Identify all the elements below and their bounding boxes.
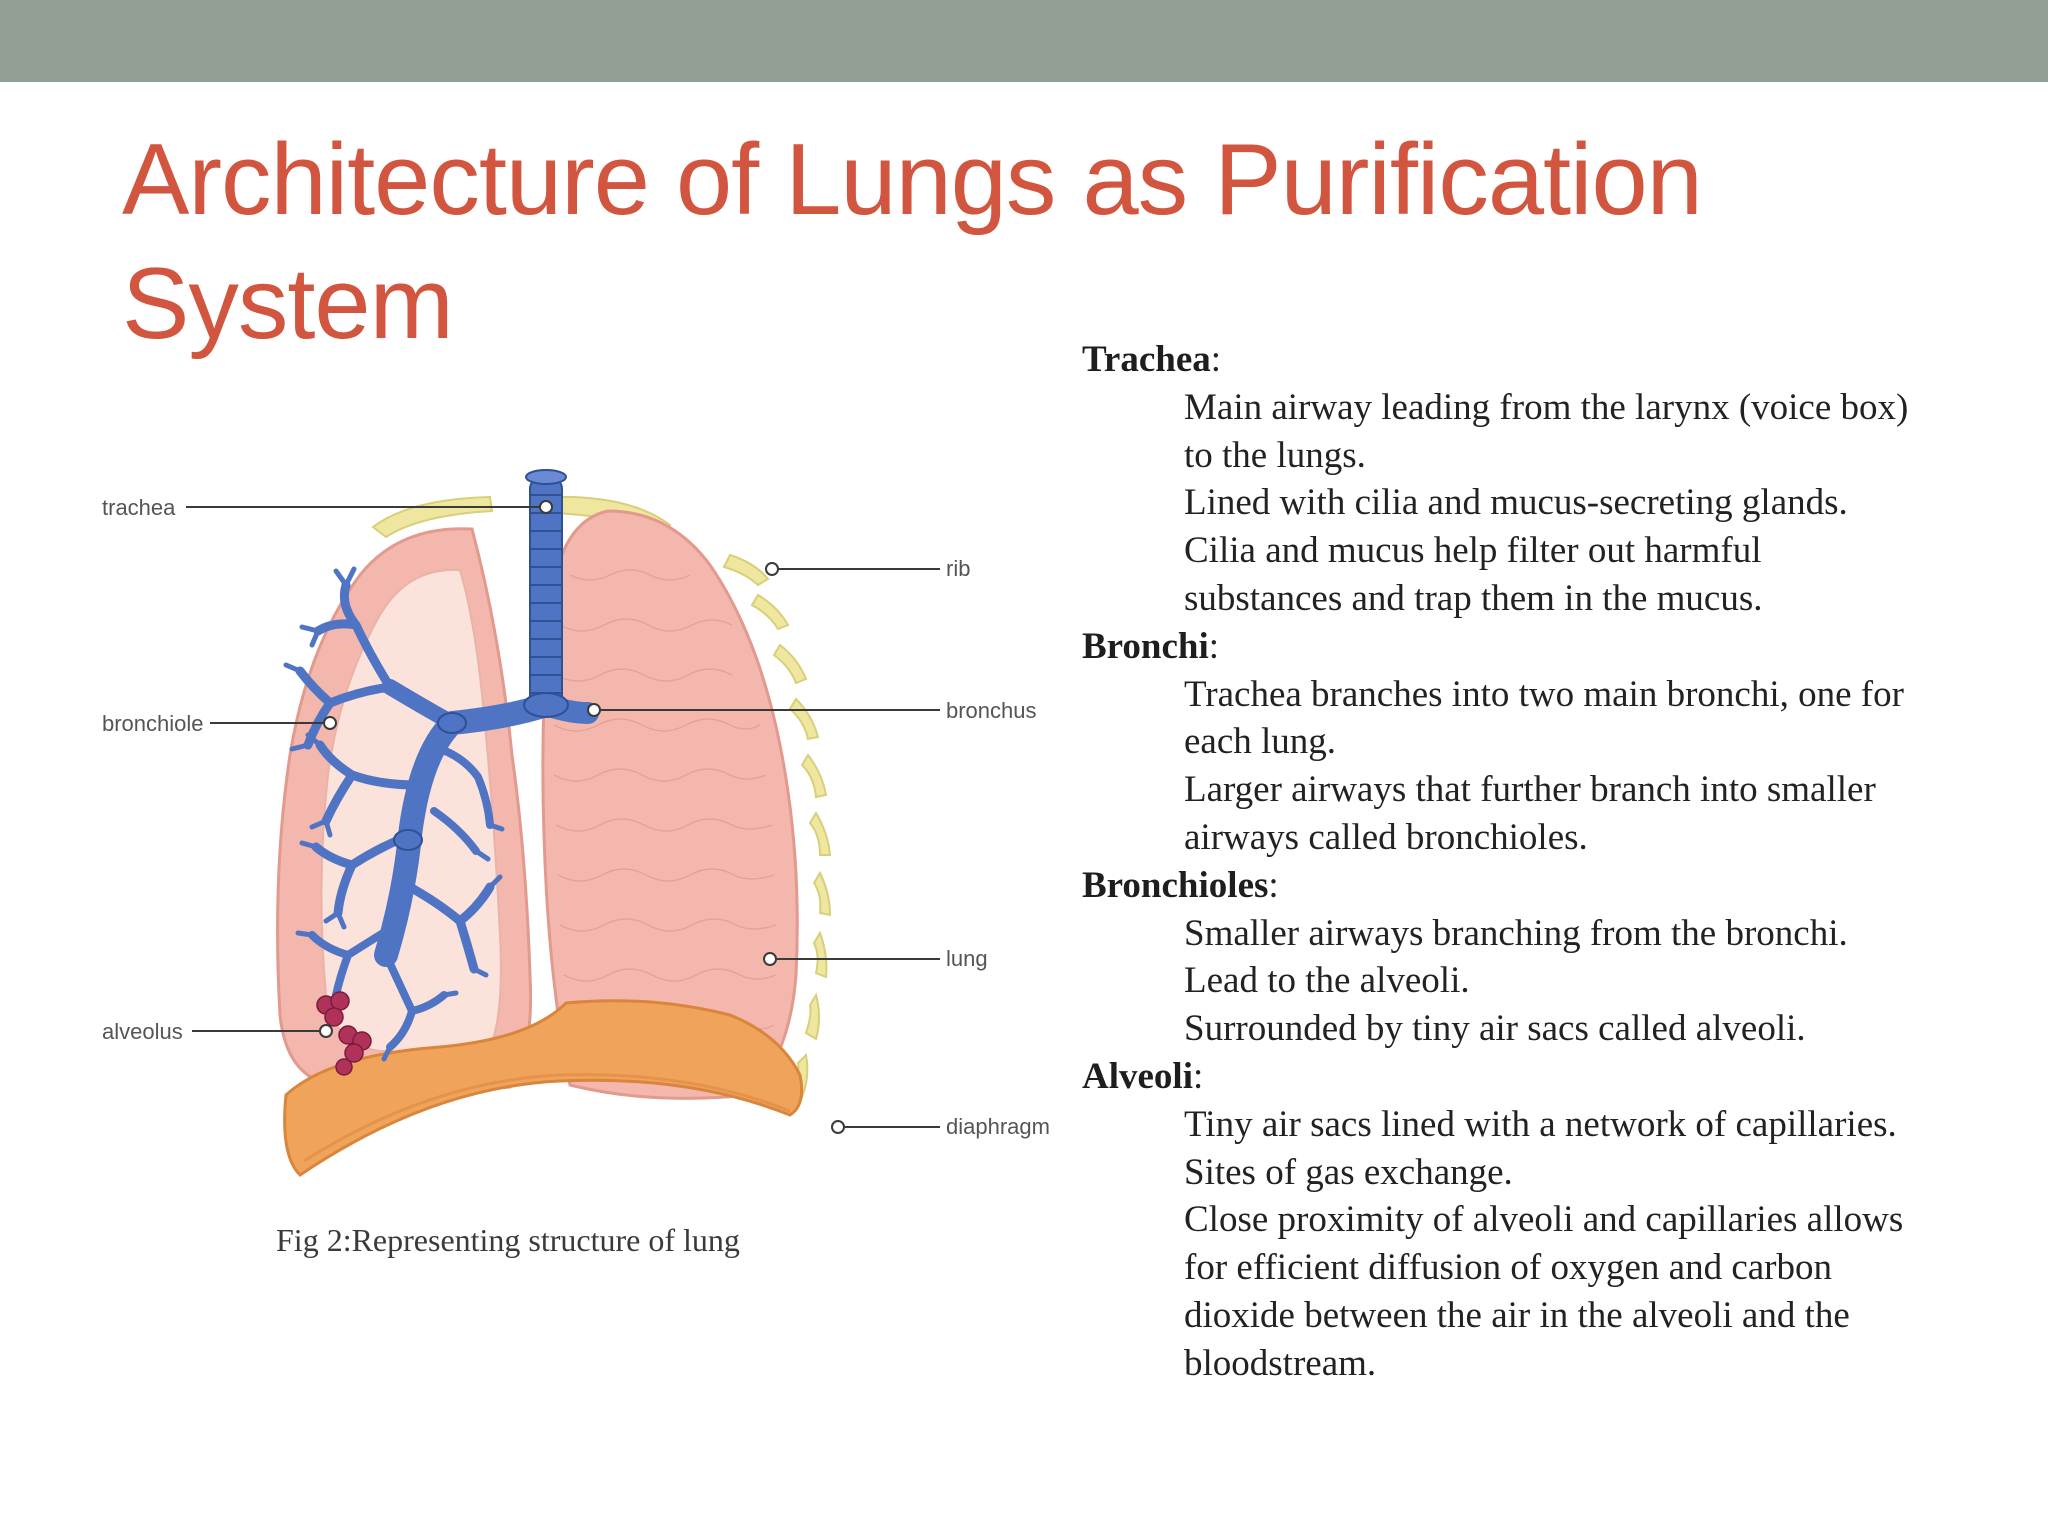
body-line: dioxide between the air in the alveoli a… [1184, 1294, 1850, 1336]
section-heading: Trachea: [1082, 336, 2012, 384]
body-line: Larger airways that further branch into … [1184, 769, 1876, 811]
heading-text: Bronchi [1082, 625, 1209, 667]
trachea-tube [525, 469, 567, 712]
lung-diagram: trachea rib bronchiole bronchus lung alv… [90, 455, 1070, 1200]
body-line: to the lungs. [1184, 434, 1366, 476]
body-line: Close proximity of alveoli and capillari… [1184, 1199, 1904, 1241]
heading-text: Bronchioles [1082, 864, 1269, 906]
body-line: Tiny air sacs lined with a network of ca… [1184, 1103, 1897, 1145]
section-body: Tiny air sacs lined with a network of ca… [1082, 1101, 2012, 1388]
diaphragm-shape [283, 999, 804, 1177]
slide-title: Architecture of Lungs as Purification Sy… [122, 118, 1822, 366]
label-rib: rib [946, 556, 970, 581]
heading-colon: : [1192, 1055, 1204, 1097]
airway-joint [393, 692, 569, 851]
label-bronchiole: bronchiole [102, 711, 204, 736]
body-line: Lead to the alveoli. [1184, 960, 1470, 1002]
body-line: Lined with cilia and mucus-secreting gla… [1184, 482, 1848, 524]
content-list: Trachea: Main airway leading from the la… [1082, 336, 2012, 1388]
label-lung: lung [946, 946, 988, 971]
section-alveoli: Alveoli: Tiny air sacs lined with a netw… [1082, 1053, 2012, 1388]
lung-illustration: trachea rib bronchiole bronchus lung alv… [102, 469, 1050, 1177]
body-line: bloodstream. [1184, 1342, 1377, 1384]
section-body: Smaller airways branching from the bronc… [1082, 910, 2012, 1053]
heading-text: Alveoli [1082, 1055, 1193, 1097]
body-line: airways called bronchioles. [1184, 816, 1588, 858]
body-line: each lung. [1184, 721, 1337, 763]
label-bronchus: bronchus [946, 698, 1037, 723]
heading-colon: : [1268, 864, 1279, 906]
body-line: Smaller airways branching from the bronc… [1184, 912, 1848, 954]
section-heading: Bronchioles: [1082, 862, 2012, 910]
body-line: Sites of gas exchange. [1184, 1151, 1513, 1193]
figure-caption: Fig 2:Representing structure of lung [276, 1222, 740, 1258]
section-bronchi: Bronchi: Trachea branches into two main … [1082, 623, 2012, 862]
leader-lines [186, 500, 940, 1134]
label-trachea: trachea [102, 495, 176, 520]
body-line: Surrounded by tiny air sacs called alveo… [1184, 1008, 1806, 1050]
body-line: substances and trap them in the mucus. [1184, 577, 1763, 619]
title-line-2: System [122, 248, 454, 360]
label-diaphragm: diaphragm [946, 1114, 1050, 1139]
alveoli-cluster [316, 991, 372, 1076]
section-bronchioles: Bronchioles: Smaller airways branching f… [1082, 862, 2012, 1053]
label-alveolus: alveolus [102, 1019, 183, 1044]
title-line-1: Architecture of Lungs as Purification [122, 124, 1703, 236]
body-line: for efficient diffusion of oxygen and ca… [1184, 1247, 1832, 1289]
section-trachea: Trachea: Main airway leading from the la… [1082, 336, 2012, 623]
header-band [0, 0, 2048, 82]
body-line: Main airway leading from the larynx (voi… [1184, 386, 1909, 428]
section-body: Trachea branches into two main bronchi, … [1082, 671, 2012, 862]
heading-colon: : [1208, 625, 1220, 667]
section-heading: Alveoli: [1082, 1053, 2012, 1101]
heading-text: Trachea [1082, 339, 1211, 380]
body-line: Trachea branches into two main bronchi, … [1184, 673, 1904, 715]
section-heading: Bronchi: [1082, 623, 2012, 671]
heading-colon: : [1210, 339, 1222, 380]
body-line: Cilia and mucus help filter out harmful [1184, 530, 1762, 572]
section-body: Main airway leading from the larynx (voi… [1082, 384, 2012, 623]
